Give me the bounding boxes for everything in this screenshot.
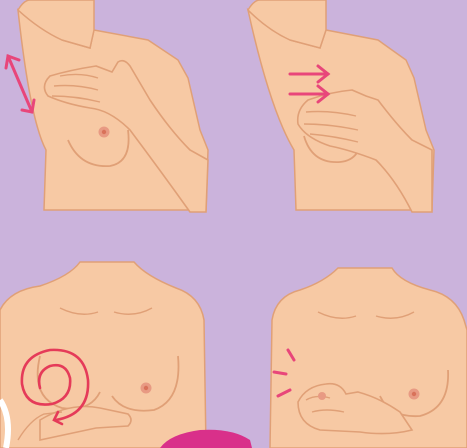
- panel-step-3: [0, 262, 206, 448]
- panel-step-4: [270, 268, 467, 448]
